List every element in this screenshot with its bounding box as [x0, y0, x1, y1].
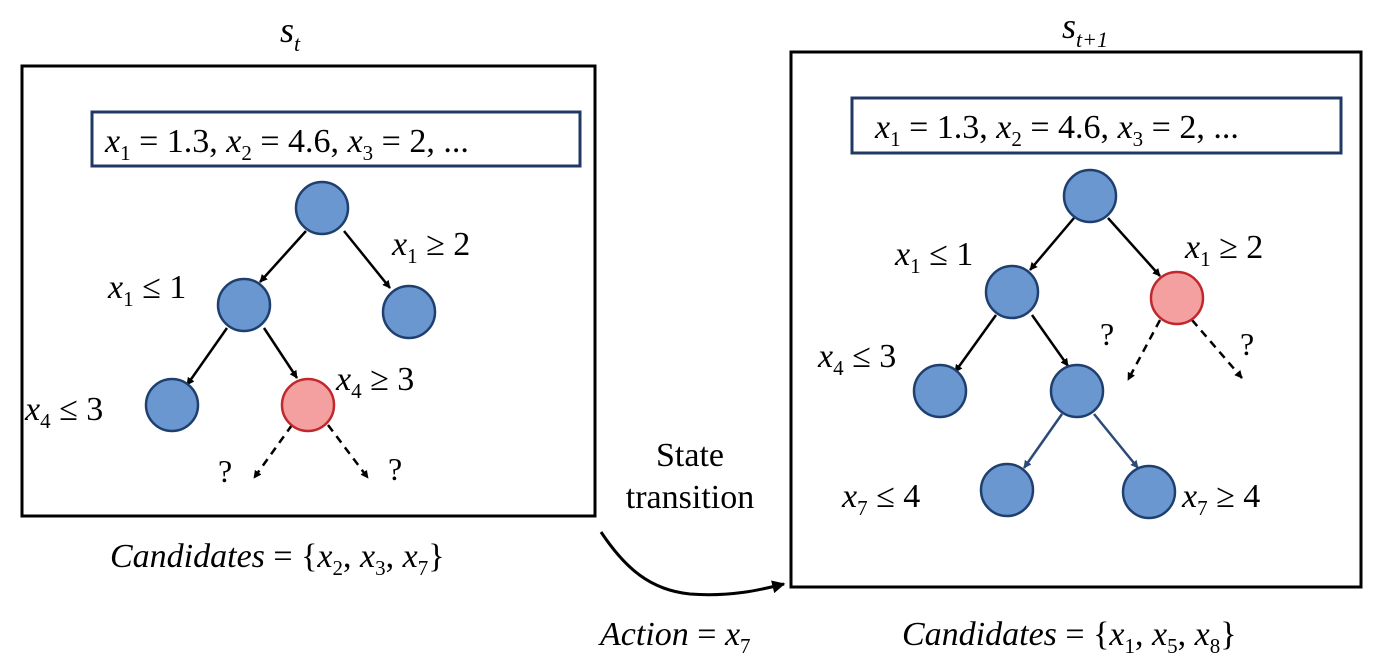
left-edge-root-left [259, 230, 307, 283]
left-question-right: ? [388, 451, 402, 487]
right-edge-mid-right [1030, 314, 1070, 367]
right-node-new-right [1121, 464, 1177, 520]
left-cond-mid-right: x4 ≥ 3 [335, 361, 414, 403]
transition-label-line2: transition [626, 479, 754, 516]
transition-arrow [599, 531, 786, 597]
right-cond-new-left: x7 ≤ 4 [841, 478, 920, 520]
right-edge-root-left [1029, 217, 1075, 271]
right-node-expanding [1149, 270, 1205, 326]
right-cond-root-right: x1 ≥ 2 [1184, 229, 1263, 271]
left-edge-mid-left [185, 327, 229, 386]
right-edge-pending-left [1126, 319, 1162, 381]
left-edge-mid-right [262, 327, 299, 379]
right-state-label: st+1 [1062, 6, 1108, 52]
right-feature-assignment: x1 = 1.3, x2 = 4.6, x3 = 2, ... [874, 109, 1239, 151]
left-feature-assignment: x1 = 1.3, x2 = 4.6, x3 = 2, ... [104, 123, 469, 165]
left-panel: st x1 = 1.3, x2 = 4.6, x3 = 2, ... x1 ≥ … [20, 10, 597, 580]
right-cond-mid-left: x4 ≤ 3 [817, 338, 896, 380]
left-cond-mid-left: x4 ≤ 3 [24, 391, 103, 433]
right-edge-pending-right [1191, 319, 1243, 379]
right-node-level2-left [912, 363, 968, 419]
left-edge-pending-right [327, 424, 369, 479]
right-node-new-left [979, 462, 1035, 518]
right-edge-root-right [1107, 217, 1161, 277]
left-edge-root-right [343, 230, 391, 289]
left-node-root [294, 180, 350, 236]
transition: State transition Action = x7 [598, 437, 786, 658]
left-state-frame [20, 64, 597, 518]
left-state-label: st [280, 10, 301, 56]
transition-label-line1: State [656, 437, 724, 474]
right-edge-mid-left [953, 314, 998, 373]
right-candidates: Candidates = {x1, x5, x8} [902, 616, 1237, 658]
left-edge-pending-left [252, 424, 294, 479]
left-cond-root-left: x1 ≤ 1 [107, 269, 186, 311]
left-node-level1-right [381, 284, 437, 340]
right-node-level2-right [1049, 363, 1105, 419]
left-node-expanding [280, 377, 336, 433]
right-state-frame [789, 50, 1363, 589]
right-question-left: ? [1100, 316, 1114, 352]
left-node-level1-left [216, 277, 272, 333]
right-node-root [1062, 168, 1118, 224]
right-cond-root-left: x1 ≤ 1 [894, 236, 973, 278]
right-feature-assignment-box [850, 96, 1343, 155]
right-edge-new-right [1093, 413, 1139, 469]
right-panel: st+1 x1 = 1.3, x2 = 4.6, x3 = 2, ... x1 … [789, 6, 1363, 658]
right-question-right: ? [1240, 326, 1254, 362]
left-cond-root-right: x1 ≥ 2 [391, 226, 470, 268]
right-cond-new-right: x7 ≥ 4 [1181, 478, 1260, 520]
right-node-level1-left [984, 264, 1040, 320]
right-edge-new-left [1022, 413, 1064, 469]
left-question-left: ? [218, 453, 232, 489]
left-node-level2-left [144, 377, 200, 433]
action-label: Action = x7 [598, 616, 751, 658]
left-candidates: Candidates = {x2, x3, x7} [110, 538, 445, 580]
left-feature-assignment-box [90, 110, 582, 168]
